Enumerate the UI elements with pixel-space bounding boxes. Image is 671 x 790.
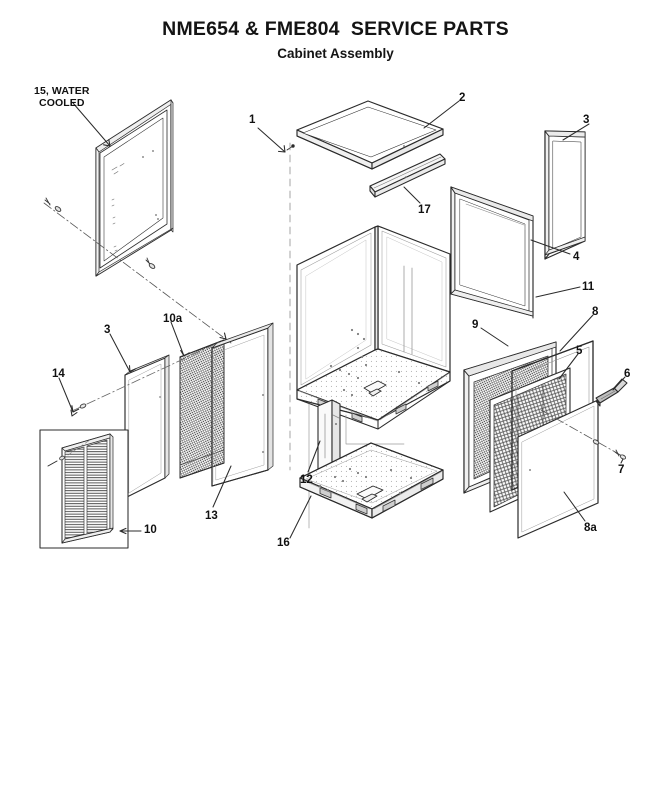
title-block: NME654 & FME804 SERVICE PARTS Cabinet As… bbox=[0, 18, 671, 61]
callout-5: 5 bbox=[576, 345, 583, 357]
assembly-axis-lower-left bbox=[71, 340, 223, 412]
assembly-axis-6-7 bbox=[540, 409, 625, 458]
callout-4: 4 bbox=[573, 251, 580, 263]
callout-3-right: 3 bbox=[583, 114, 590, 126]
fastener-14 bbox=[79, 403, 87, 409]
callout-11: 11 bbox=[582, 281, 595, 293]
part-6-door-latch bbox=[595, 378, 628, 407]
part-1-leader bbox=[257, 127, 295, 471]
callout-12: 12 bbox=[300, 474, 313, 486]
callout-15-water-cooled: 15, WATER COOLED bbox=[34, 85, 90, 110]
cabinet-main-frame bbox=[296, 225, 451, 430]
part-4-rear-panel-frame bbox=[450, 186, 534, 319]
part-2-top-panel bbox=[296, 100, 444, 170]
callout-17: 17 bbox=[418, 204, 431, 216]
part-17-trim-strip bbox=[369, 153, 446, 198]
callout-6: 6 bbox=[624, 368, 631, 380]
leader-lines bbox=[58, 100, 626, 539]
page-title: NME654 & FME804 SERVICE PARTS bbox=[162, 18, 509, 40]
callout-8a: 8a bbox=[584, 522, 597, 534]
part-8a-front-door-panel bbox=[517, 399, 599, 539]
callout-8: 8 bbox=[592, 306, 599, 318]
fastener-15 bbox=[44, 197, 156, 269]
callout-16: 16 bbox=[277, 537, 290, 549]
callout-9: 9 bbox=[472, 319, 479, 331]
part-13-inner-access-panel bbox=[211, 322, 274, 487]
part-3-left-panel bbox=[124, 354, 170, 499]
callout-7: 7 bbox=[618, 464, 625, 476]
part-16-base-pan bbox=[299, 442, 444, 519]
part-10-louvered-grille bbox=[47, 433, 114, 544]
part-15-water-cooled-panel bbox=[43, 99, 232, 344]
fastener-7 bbox=[592, 439, 627, 460]
part-3-right-panel bbox=[544, 130, 586, 260]
callout-13: 13 bbox=[205, 510, 218, 522]
callout-3-left: 3 bbox=[104, 324, 111, 336]
callout-2: 2 bbox=[459, 92, 466, 104]
page-subtitle: Cabinet Assembly bbox=[277, 46, 394, 61]
callout-10: 10 bbox=[144, 524, 157, 536]
callout-1: 1 bbox=[249, 114, 256, 126]
callout-14: 14 bbox=[52, 368, 65, 380]
callout-10a: 10a bbox=[163, 313, 183, 325]
